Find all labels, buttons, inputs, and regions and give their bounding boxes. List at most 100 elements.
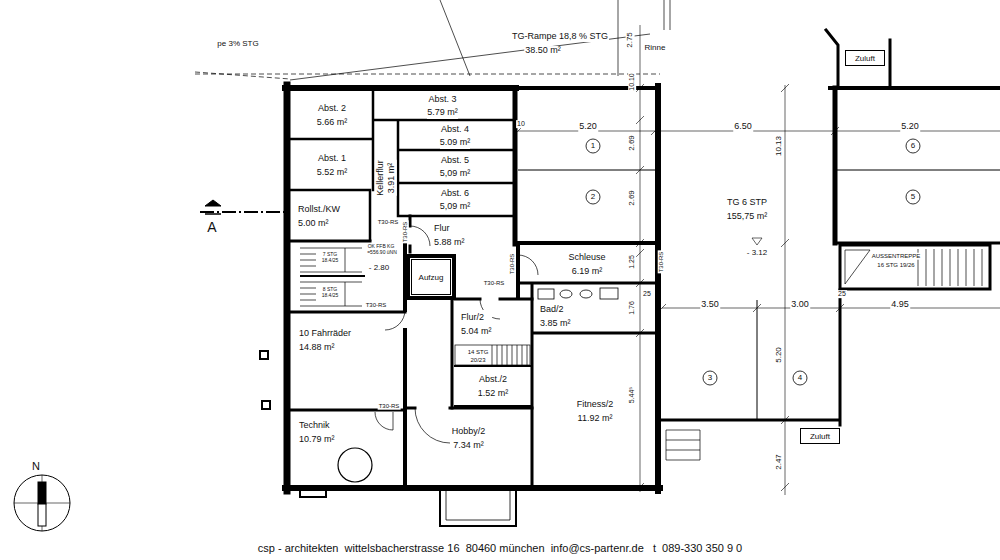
plan-label: 6.50 (733, 122, 753, 132)
technik-tank (338, 448, 372, 482)
section-line (200, 200, 285, 214)
room-name: Bad/2 (540, 302, 571, 316)
room-text: Flur5.88 m² (434, 221, 465, 249)
plan-label: Rinne (644, 44, 667, 53)
walls (833, 88, 838, 243)
stairs (300, 245, 990, 460)
walls (284, 85, 291, 491)
room: Flur/25.04 m² (455, 300, 531, 345)
walls (285, 30, 1000, 491)
plan-label: csp - architekten wittelsbacherstrasse 1… (257, 542, 743, 554)
room: Abst. 35.79 m² (373, 91, 512, 120)
doors (410, 226, 430, 246)
walls (513, 88, 518, 244)
parking-number-circles (586, 139, 920, 385)
parking-lines (518, 170, 1000, 420)
room: Abst./21.52 m² (457, 367, 529, 405)
walls (285, 85, 516, 91)
room-area: 5.04 m² (461, 324, 492, 338)
plan-label: =556.90 üNN (366, 250, 398, 256)
room-area: 5.79 m² (427, 106, 458, 119)
doors (415, 408, 450, 443)
plan-label: 1.76 (628, 300, 636, 316)
dimension-lines (514, 127, 839, 135)
room: Aufzug (411, 259, 451, 295)
plan-label: 3 (707, 374, 713, 383)
dimension-lines (514, 25, 1000, 495)
room-name: Hobby/2 (452, 424, 486, 438)
room-area: 5.52 m² (317, 165, 348, 179)
light-wells (260, 351, 268, 359)
room-area: 3.85 m² (540, 316, 571, 330)
walls (405, 407, 532, 410)
room-text: TG 6 STP155,75 m² (727, 195, 768, 223)
room-text: Abst./21.52 m² (478, 372, 509, 400)
room-text: Bad/23.85 m² (540, 302, 571, 330)
room: TG 6 STP155,75 m² (662, 100, 832, 240)
room-text: Schleuse6.19 m² (568, 250, 605, 278)
plan-label: 7 STG (322, 252, 338, 258)
north-arrow (38, 504, 46, 526)
parking-number-circles (906, 139, 920, 153)
plan-label: pe 3% STG (216, 40, 259, 49)
plan-label: T30-RS (377, 219, 400, 226)
room-text: Zuluft (855, 53, 875, 64)
doors (375, 226, 538, 443)
parking-number-circles (793, 371, 807, 385)
room: Hobby/27.34 m² (407, 410, 530, 487)
plan-label: 16 STG 19/26 (876, 262, 915, 269)
room-area: 5.00 m² (298, 216, 340, 230)
doors (518, 255, 538, 275)
plan-label: 5.20 (900, 122, 920, 132)
light-wells (300, 488, 326, 497)
plan-label: 1.25 (628, 254, 636, 270)
room-area: 1.52 m² (478, 386, 509, 400)
light-wells (260, 351, 516, 526)
room: Abst. 15.52 m² (291, 140, 373, 190)
walls (455, 298, 532, 301)
room-area: 10.79 m² (299, 432, 335, 446)
room-text: Abst. 65,09 m² (440, 187, 471, 213)
room-text: Zuluft (810, 431, 830, 442)
plan-label: 25 (837, 290, 847, 298)
plan-label: AUSSENTREPPE (871, 253, 922, 260)
room-text: Fitness/211.92 m² (577, 397, 614, 425)
room-name: Abst. 1 (317, 151, 348, 165)
walls (291, 190, 370, 240)
room: Abst. 25.66 m² (291, 91, 373, 139)
room-name: Abst. 2 (317, 101, 348, 115)
plan-label: A (206, 220, 217, 235)
room-text: Abst. 35.79 m² (427, 93, 458, 119)
plan-label: 10.10 (628, 72, 636, 92)
plan-label: 3.00 (790, 300, 810, 310)
plan-label: 25 (642, 290, 652, 298)
plan-label: 2.75 (626, 31, 635, 49)
light-wells (440, 490, 516, 526)
room-name: Zuluft (855, 53, 875, 64)
room: Technik10.79 m² (291, 412, 403, 485)
room-area: 5,09 m² (440, 167, 471, 180)
room-text: 10 Fahrräder14.88 m² (299, 326, 351, 354)
plan-label: 14 STG (467, 349, 490, 356)
plan-label: - 2.80 (368, 264, 390, 273)
section-line (205, 200, 221, 206)
dimension-lines (640, 25, 641, 492)
plan-label: 2.69 (628, 134, 637, 152)
ramp-lines (440, 0, 470, 76)
room-text: Abst. 55,09 m² (440, 154, 471, 180)
stairs (845, 250, 870, 284)
dimension-lines (636, 84, 644, 491)
dimension-lines (785, 85, 786, 495)
plan-label: 5.20 (578, 122, 598, 132)
stairs (666, 430, 700, 460)
dimension-lines (752, 238, 762, 245)
room-name: TG 6 STP (727, 195, 768, 209)
plan-label: 20/23 (469, 357, 486, 364)
ramp-lines (195, 74, 660, 75)
room: Abst. 55,09 m² (398, 151, 512, 183)
ramp-lines (195, 0, 670, 80)
plan-label: T30-RS (378, 403, 401, 410)
plan-label: 5.44⁵ (628, 386, 636, 405)
parking-number-circles (906, 190, 920, 204)
